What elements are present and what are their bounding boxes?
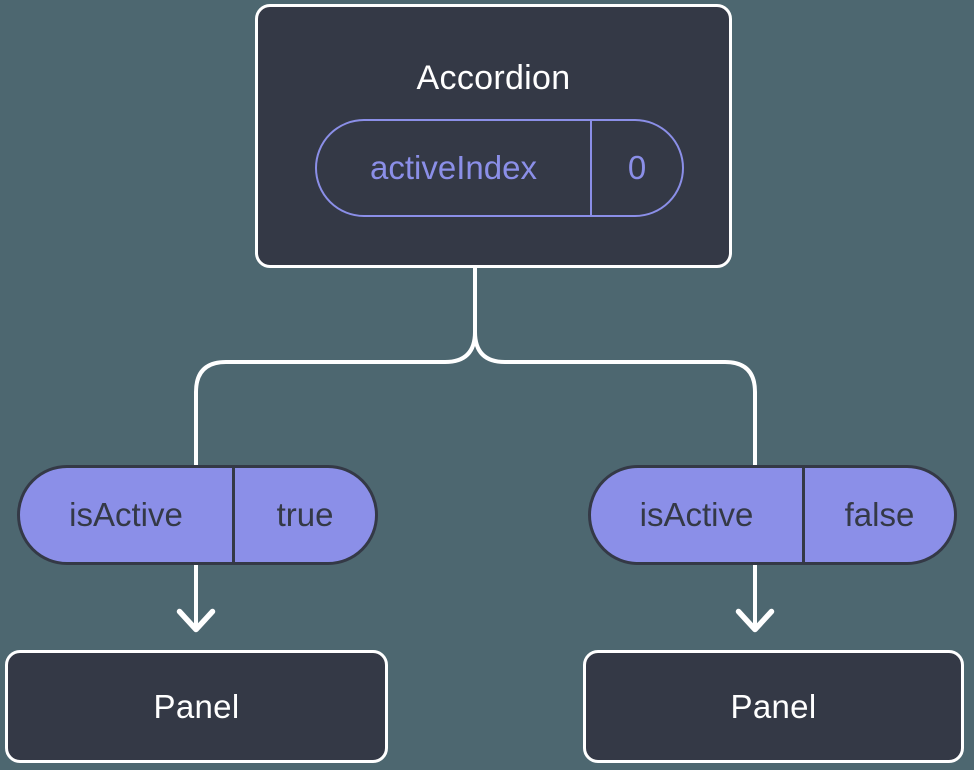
panel-node-left: Panel [5,650,388,763]
state-pill: activeIndex 0 [315,119,684,217]
accordion-node: Accordion activeIndex 0 [255,4,732,268]
panel-node-right: Panel [583,650,964,763]
accordion-node-title: Accordion [416,59,571,97]
prop-pill-right: isActive false [588,465,957,565]
connector-left-branch [194,331,477,465]
prop-value-label: true [232,468,375,562]
state-name-label: activeIndex [370,149,537,186]
connector-right-branch [473,331,757,465]
prop-value-label: false [802,468,954,562]
panel-node-title: Panel [153,687,240,725]
panel-node-title: Panel [730,687,817,725]
arrowhead-down-left-icon [176,608,216,633]
arrowhead-down-right-icon [735,608,775,633]
prop-name-label: isActive [69,496,183,533]
prop-pill-left: isActive true [17,465,378,565]
state-value-label: 0 [590,121,682,215]
prop-name-label: isActive [639,496,754,533]
